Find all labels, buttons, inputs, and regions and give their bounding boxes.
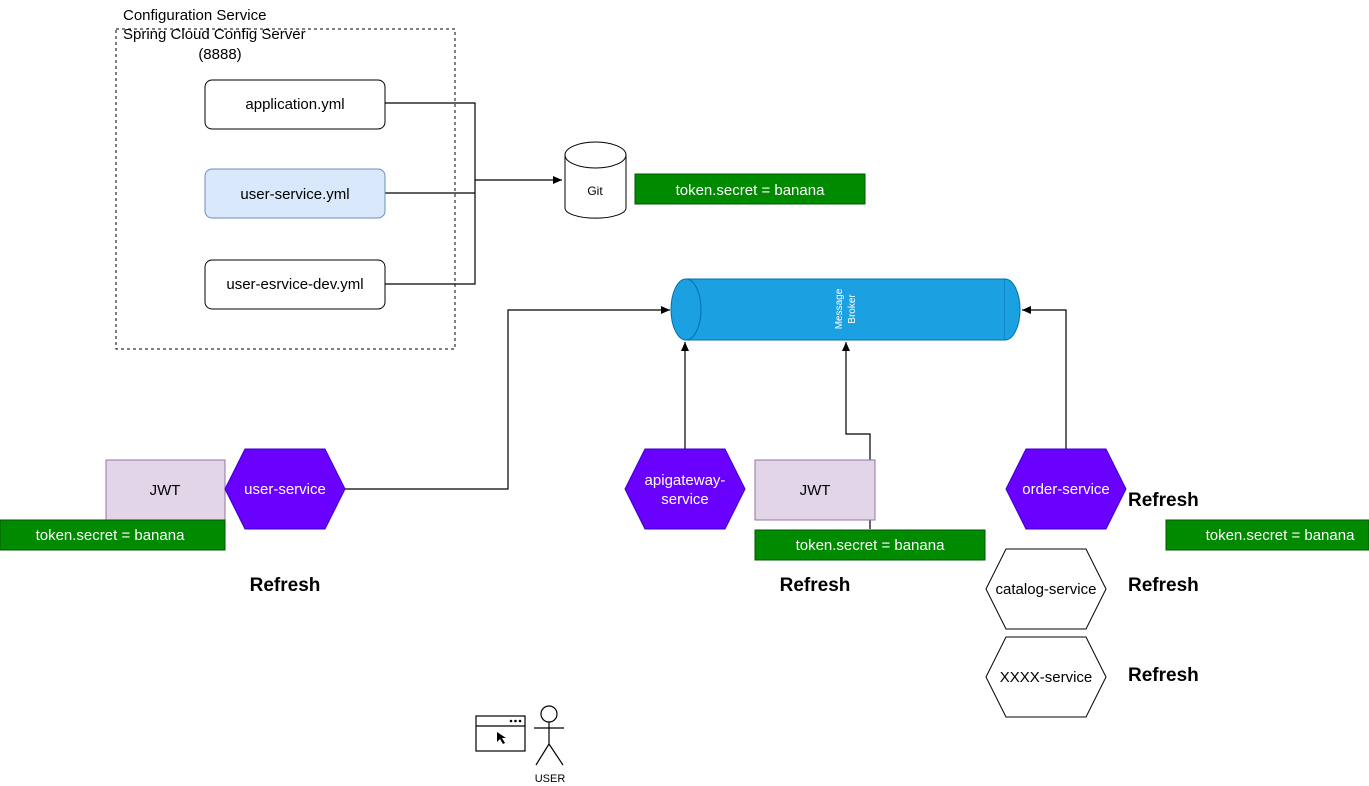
- refresh-user-service: Refresh: [250, 575, 321, 596]
- user-service-cluster: JWT token.secret = banana user-service R…: [0, 448, 346, 596]
- message-broker[interactable]: Message Broker: [670, 278, 1021, 341]
- connector-user-service-to-broker: [345, 306, 670, 490]
- apigateway-service-label-line1: apigateway-: [645, 472, 726, 489]
- file-user-service-dev-yml-label: user-esrvice-dev.yml: [226, 276, 363, 293]
- connector-order-service-to-broker: [1022, 306, 1067, 449]
- apigateway-service-label-line2: service: [661, 491, 709, 508]
- user-service-label: user-service: [244, 481, 326, 498]
- file-box-user-service-dev-yml[interactable]: [204, 259, 386, 310]
- secret-badge-user-service-label: token.secret = banana: [36, 527, 186, 544]
- user-service-node[interactable]: [224, 448, 346, 530]
- jwt-user-service-label: JWT: [150, 482, 181, 499]
- secret-badge-git-bg: [634, 173, 866, 205]
- connector-application-yml: [385, 102, 476, 180]
- order-service-label: order-service: [1022, 481, 1110, 498]
- jwt-apigateway-label: JWT: [800, 482, 831, 499]
- cursor-icon: [497, 732, 506, 744]
- refresh-apigateway: Refresh: [780, 575, 851, 596]
- config-server-port: (8888): [198, 46, 241, 63]
- file-box-application-yml[interactable]: [204, 79, 386, 130]
- secret-badge-user-service-bg: [0, 519, 226, 551]
- connector-user-service-dev-yml: [385, 180, 476, 285]
- git-label: Git: [587, 184, 603, 198]
- jwt-box-user-service[interactable]: [105, 459, 226, 521]
- refresh-xxxx-service: Refresh: [1128, 665, 1199, 686]
- broker-right-cap: [1004, 278, 1021, 341]
- file-application-yml-label: application.yml: [245, 96, 344, 113]
- xxxx-service-label: XXXX-service: [1000, 669, 1093, 686]
- user-actor-label: USER: [535, 773, 566, 785]
- broker-label-line1: Message: [834, 288, 845, 329]
- order-service-cluster: order-service Refresh token.secret = ban…: [985, 448, 1369, 718]
- secret-badge-git-label: token.secret = banana: [676, 182, 826, 199]
- catalog-service-node[interactable]: [985, 548, 1107, 630]
- apigateway-cluster: apigateway- service JWT token.secret = b…: [624, 448, 986, 596]
- config-server-subtitle: Spring Cloud Config Server: [123, 26, 306, 43]
- user-actor-group: USER: [475, 705, 566, 785]
- catalog-service-label: catalog-service: [996, 581, 1097, 598]
- broker-label-line2: Broker: [847, 294, 858, 324]
- config-server-title: Configuration Service: [123, 7, 266, 24]
- config-server-boundary: [115, 28, 456, 350]
- config-server-group: Configuration Service Spring Cloud Confi…: [115, 7, 456, 350]
- file-box-user-service-yml[interactable]: [204, 168, 386, 219]
- user-actor-icon[interactable]: [534, 705, 564, 766]
- secret-badge-apigateway-label: token.secret = banana: [796, 537, 946, 554]
- secret-badge-order-service-label: token.secret = banana: [1206, 527, 1356, 544]
- git-cylinder-top: [564, 141, 627, 169]
- browser-window-icon[interactable]: [475, 715, 526, 752]
- git-repository[interactable]: Git: [564, 141, 627, 219]
- broker-body: [685, 278, 1006, 341]
- order-service-node[interactable]: [1005, 448, 1127, 530]
- secret-badge-git: token.secret = banana: [634, 173, 866, 205]
- jwt-box-apigateway[interactable]: [754, 459, 876, 521]
- refresh-order-service: Refresh: [1128, 490, 1199, 511]
- secret-badge-apigateway-bg: [754, 529, 986, 561]
- broker-left-cap: [670, 278, 702, 341]
- secret-badge-order-service-bg: [1165, 519, 1369, 551]
- xxxx-service-node[interactable]: [985, 636, 1107, 718]
- file-user-service-yml-label: user-service.yml: [240, 186, 349, 203]
- git-cylinder-body: [564, 155, 627, 219]
- apigateway-service-node[interactable]: [624, 448, 746, 530]
- refresh-catalog-service: Refresh: [1128, 575, 1199, 596]
